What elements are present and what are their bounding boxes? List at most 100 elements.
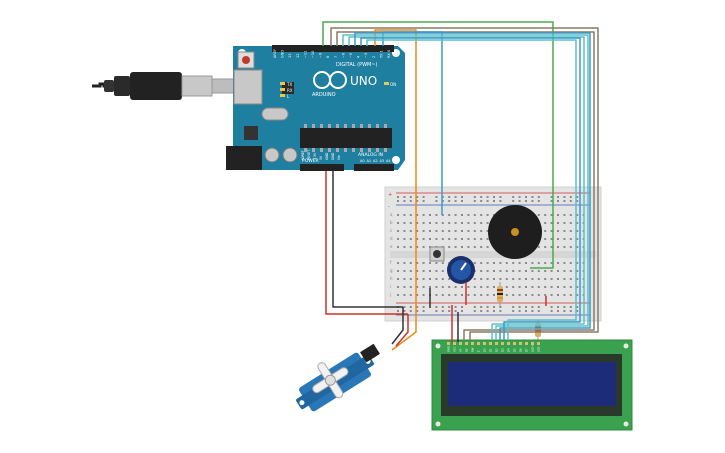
breadboard-hole (576, 262, 579, 264)
breadboard-hole (486, 262, 489, 264)
breadboard-rail-hole (557, 200, 559, 202)
tx-label: TX (286, 82, 292, 87)
breadboard-hole (518, 294, 521, 296)
breadboard-rail-hole (416, 310, 419, 312)
analog-pin-label: A3 (380, 159, 385, 163)
breadboard-hole (505, 270, 508, 272)
breadboard-rail-hole (461, 310, 463, 312)
breadboard-hole (467, 246, 470, 248)
digital-pin-label: ~11 (303, 51, 307, 58)
breadboard-hole (467, 294, 470, 296)
breadboard-hole (557, 222, 559, 224)
breadboard-hole (448, 230, 451, 232)
breadboard-hole (429, 270, 431, 272)
breadboard-hole (473, 222, 476, 224)
breadboard-hole (422, 294, 425, 296)
breadboard-hole (505, 262, 508, 264)
breadboard-rail-hole (448, 200, 451, 202)
breadboard-hole (429, 262, 431, 264)
breadboard-hole (480, 222, 483, 224)
breadboard-hole (397, 278, 399, 280)
digital-pin-label: ~6 (341, 53, 345, 58)
breadboard-hole (557, 246, 559, 248)
breadboard-hole (569, 222, 572, 224)
breadboard-rail-hole (537, 200, 540, 202)
lcd-pin-label: RW (471, 347, 475, 352)
breadboard-rail-hole (435, 200, 438, 202)
breadboard-hole (518, 286, 521, 288)
breadboard-rail-hole (480, 200, 483, 202)
breadboard-rail-hole (531, 310, 534, 312)
analog-pin-label: A2 (373, 159, 378, 163)
lcd-pin (513, 342, 516, 345)
breadboard-rail-hole (525, 310, 527, 312)
breadboard-rail-hole (480, 196, 483, 198)
breadboard-rail-hole (403, 310, 406, 312)
breadboard-hole (435, 238, 438, 240)
breadboard-rail-hole (525, 200, 527, 202)
breadboard-hole (544, 222, 547, 224)
breadboard-rail-hole (435, 196, 438, 198)
analog-pin-label: A5 (393, 159, 398, 163)
breadboard-hole (473, 230, 476, 232)
breadboard-rail-hole (537, 306, 540, 308)
breadboard-hole (544, 238, 547, 240)
breadboard-rail-hole (416, 306, 419, 308)
breadboard-hole (518, 262, 521, 264)
breadboard-rail-hole (569, 196, 572, 198)
breadboard-rail-hole (518, 306, 521, 308)
breadboard-hole (467, 286, 470, 288)
digital-pin-label: 12 (296, 54, 300, 58)
breadboard-hole (493, 270, 495, 272)
breadboard-hole (550, 222, 553, 224)
breadboard-hole (499, 270, 502, 272)
breadboard-rail-hole (557, 306, 559, 308)
breadboard-hole (480, 230, 483, 232)
breadboard-row-letter: h (390, 276, 393, 281)
lcd-pin (447, 342, 450, 345)
breadboard-hole (403, 286, 406, 288)
breadboard-hole (473, 238, 476, 240)
breadboard-hole (422, 222, 425, 224)
digital-pin-label: ~9 (319, 53, 323, 58)
breadboard-hole (441, 230, 444, 232)
breadboard-hole (397, 230, 399, 232)
breadboard-hole (403, 230, 406, 232)
breadboard-rail-hole (537, 196, 540, 198)
breadboard-hole (467, 238, 470, 240)
breadboard-hole (576, 286, 579, 288)
breadboard-rail-hole (397, 200, 399, 202)
breadboard-rail-hole (499, 310, 502, 312)
breadboard-hole (569, 214, 572, 216)
breadboard-rail-hole (403, 196, 406, 198)
breadboard-rail-hole (403, 306, 406, 308)
breadboard-hole (486, 270, 489, 272)
breadboard-hole (557, 214, 559, 216)
breadboard-hole (422, 214, 425, 216)
breadboard-hole (473, 214, 476, 216)
lcd-pin-label: RS (465, 348, 469, 352)
breadboard-rail-hole (557, 310, 559, 312)
breadboard-rail-hole (550, 196, 553, 198)
breadboard-hole (563, 270, 566, 272)
breadboard-rail-hole (416, 196, 419, 198)
breadboard-hole (537, 246, 540, 248)
breadboard-rail-hole (409, 196, 412, 198)
breadboard-hole (557, 286, 559, 288)
breadboard-hole (576, 278, 579, 280)
breadboard-hole (544, 214, 547, 216)
breadboard-rail-hole (486, 306, 489, 308)
breadboard-hole (537, 278, 540, 280)
breadboard-hole (461, 214, 463, 216)
breadboard-hole (557, 262, 559, 264)
lcd-pin (519, 342, 522, 345)
lcd-pin-label: E (477, 350, 481, 352)
arduino-brand-label: ARDUINO (312, 92, 336, 98)
breadboard-hole (544, 294, 547, 296)
breadboard-hole (544, 262, 547, 264)
wire-black-gnd (332, 171, 403, 308)
breadboard-rail-hole (480, 310, 483, 312)
power-pin-label: Vin (337, 155, 341, 160)
breadboard-rail-hole (441, 306, 444, 308)
